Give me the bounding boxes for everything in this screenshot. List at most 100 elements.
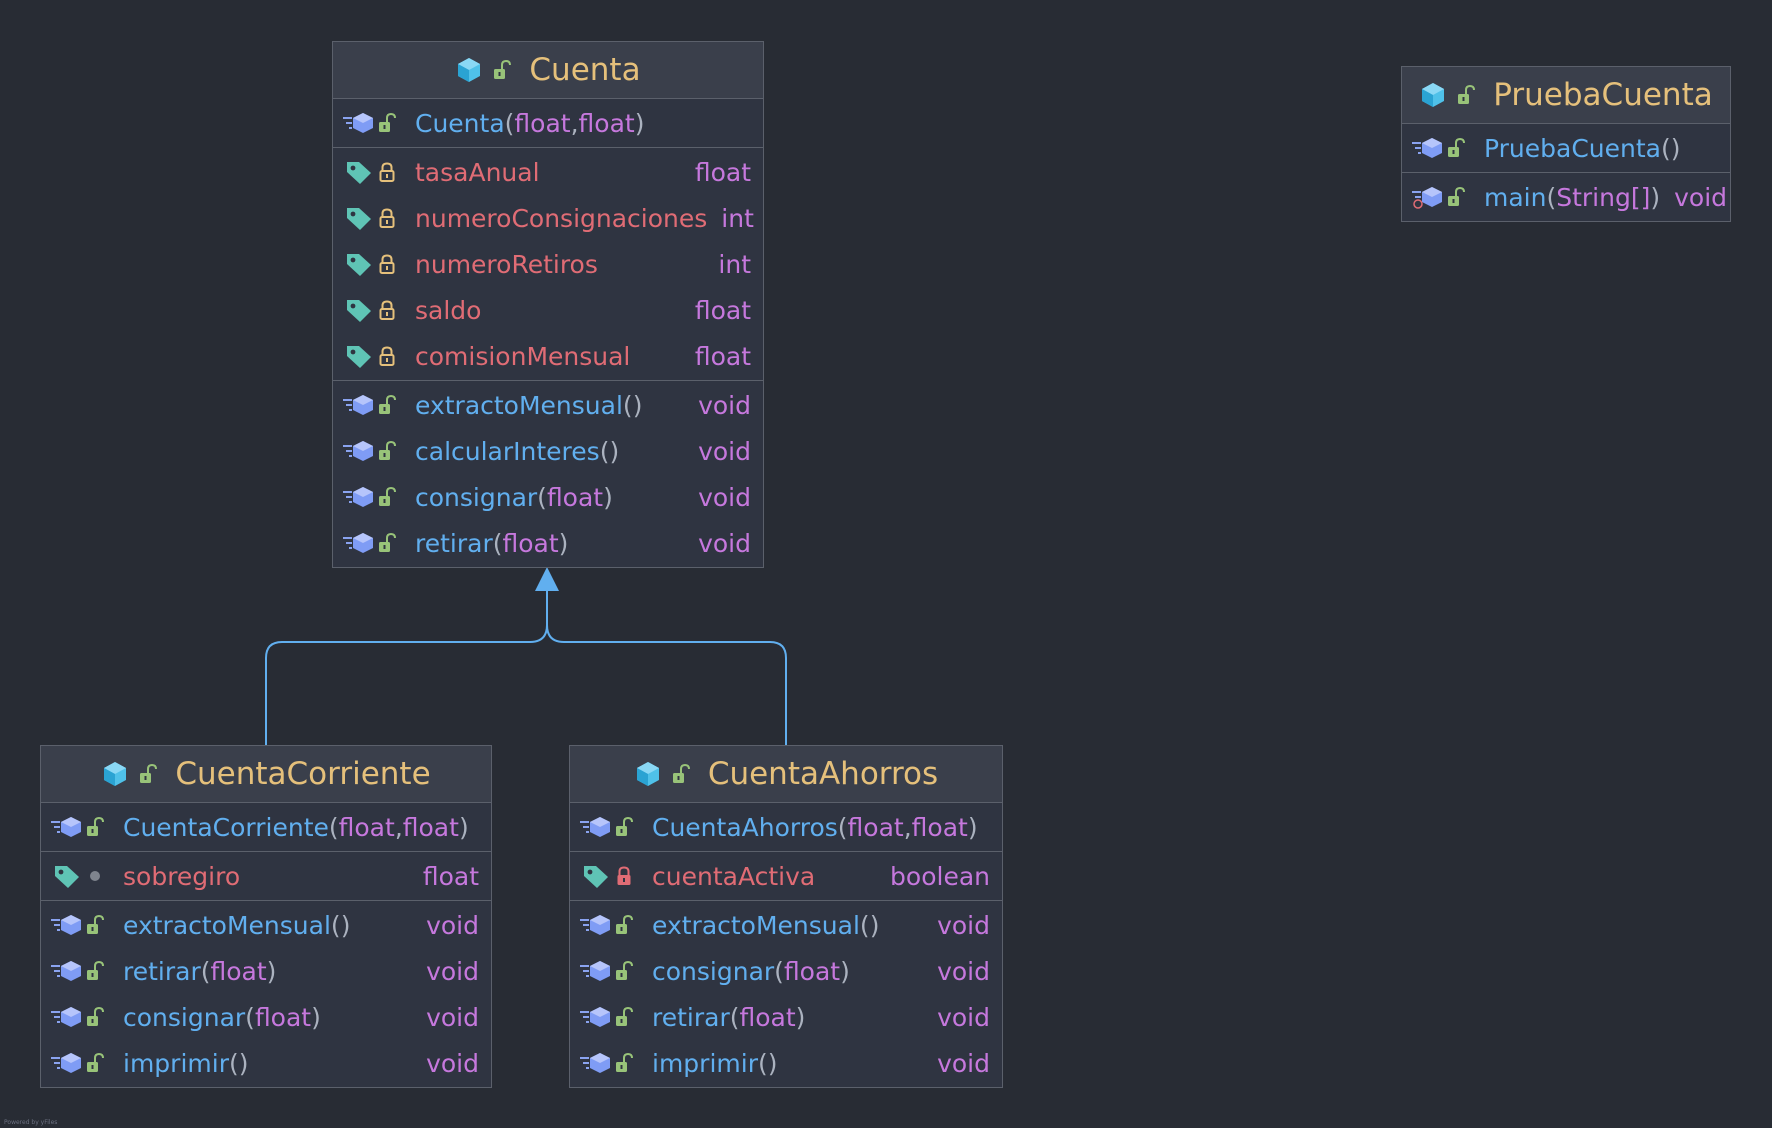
method-row[interactable]: calcularInteres()void [333,428,763,474]
class-icon [455,56,483,84]
class-box-cuenta[interactable]: Cuenta Cuenta(float, float) tasaAnual flo… [332,41,764,568]
method-icon [578,913,614,937]
return-type: void [937,1002,990,1032]
method-icon [578,815,614,839]
field-icon [49,863,85,889]
package-dot-icon [85,869,105,883]
method-row[interactable]: imprimir()void [41,1040,491,1086]
param-type: float [578,108,635,138]
param-type: float [210,956,267,986]
method-row[interactable]: extractoMensual()void [333,382,763,428]
public-lock-icon [614,1007,634,1027]
method-row[interactable]: imprimir()void [570,1040,1002,1086]
field-row[interactable]: tasaAnual float [333,149,763,195]
param-type: float [402,812,459,842]
constructor-row[interactable]: PruebaCuenta() [1402,125,1730,171]
class-box-pruebacuenta[interactable]: PruebaCuenta PruebaCuenta() main(String[… [1401,66,1731,222]
field-type: float [694,157,751,187]
field-icon [341,205,377,231]
punctuation: ( [330,910,341,940]
method-icon [341,439,377,463]
punctuation: ) [1650,182,1661,212]
constructor-row[interactable]: Cuenta(float, float) [333,100,763,146]
punctuation: ) [238,1048,249,1078]
class-box-cuentaahorros[interactable]: CuentaAhorros CuentaAhorros(float, float… [569,745,1003,1088]
field-name: tasaAnual [415,157,540,187]
constructor-row[interactable]: CuentaCorriente(float, float) [41,804,491,850]
field-type: int [718,249,751,279]
field-name: comisionMensual [415,341,631,371]
method-name: extractoMensual [123,910,331,940]
method-row[interactable]: extractoMensual()void [41,902,491,948]
method-row[interactable]: retirar(float)void [570,994,1002,1040]
field-row[interactable]: comisionMensual float [333,333,763,379]
method-name: consignar [652,956,775,986]
field-type: float [694,341,751,371]
param-type: float [911,812,968,842]
punctuation: , [903,812,912,842]
param-type: float [502,528,559,558]
public-lock-icon [614,915,634,935]
constructor-name: Cuenta [415,108,505,138]
punctuation: ( [774,956,784,986]
method-row[interactable]: retirar(float)void [333,520,763,566]
method-row[interactable]: main(String[])void [1402,174,1730,220]
class-name: Cuenta [529,52,641,88]
punctuation: ( [200,956,211,986]
method-name: retirar [415,528,493,558]
field-icon [341,343,377,369]
param-type: float [338,812,395,842]
return-type: void [698,528,751,558]
edge-cuentaahorros-to-cuenta [546,578,787,745]
param-type: float [254,1002,312,1032]
return-type: void [698,482,751,512]
class-name: CuentaAhorros [707,756,939,792]
static-method-icon [1410,185,1446,209]
field-name: cuentaActiva [652,861,816,891]
param-type: float [514,108,571,138]
punctuation: ) [603,482,613,512]
public-lock-icon [614,961,634,981]
punctuation: ) [311,1002,321,1032]
method-row[interactable]: consignar(float)void [41,994,491,1040]
public-lock-icon [377,441,397,461]
method-row[interactable]: extractoMensual()void [570,902,1002,948]
class-box-cuentacorriente[interactable]: CuentaCorriente CuentaCorriente(float, f… [40,745,492,1088]
public-lock-icon [139,764,158,784]
punctuation: ( [1660,133,1671,163]
punctuation: ) [967,812,978,842]
constructor-name: CuentaCorriente [123,812,329,842]
method-row[interactable]: retirar(float)void [41,948,491,994]
punctuation: ) [795,1002,806,1032]
method-row[interactable]: consignar(float)void [570,948,1002,994]
method-icon [1410,136,1446,160]
public-lock-icon [1446,187,1466,207]
method-icon [341,393,377,417]
method-name: consignar [123,1002,246,1032]
method-name: calcularInteres [415,436,600,466]
punctuation: ) [767,1048,778,1078]
private-lock-icon [377,300,397,320]
punctuation: ( [599,436,610,466]
method-name: imprimir [123,1048,229,1078]
public-lock-icon [377,113,397,133]
return-type: void [937,1048,990,1078]
constructor-section: PruebaCuenta() [1402,124,1730,173]
constructor-row[interactable]: CuentaAhorros(float, float) [570,804,1002,850]
private-lock-icon [377,346,397,366]
class-icon [1419,81,1447,109]
field-type: int [721,203,754,233]
punctuation: ( [1546,182,1557,212]
class-icon [101,760,129,788]
method-name: consignar [415,482,538,512]
punctuation: ( [228,1048,239,1078]
method-row[interactable]: consignar(float)void [333,474,763,520]
